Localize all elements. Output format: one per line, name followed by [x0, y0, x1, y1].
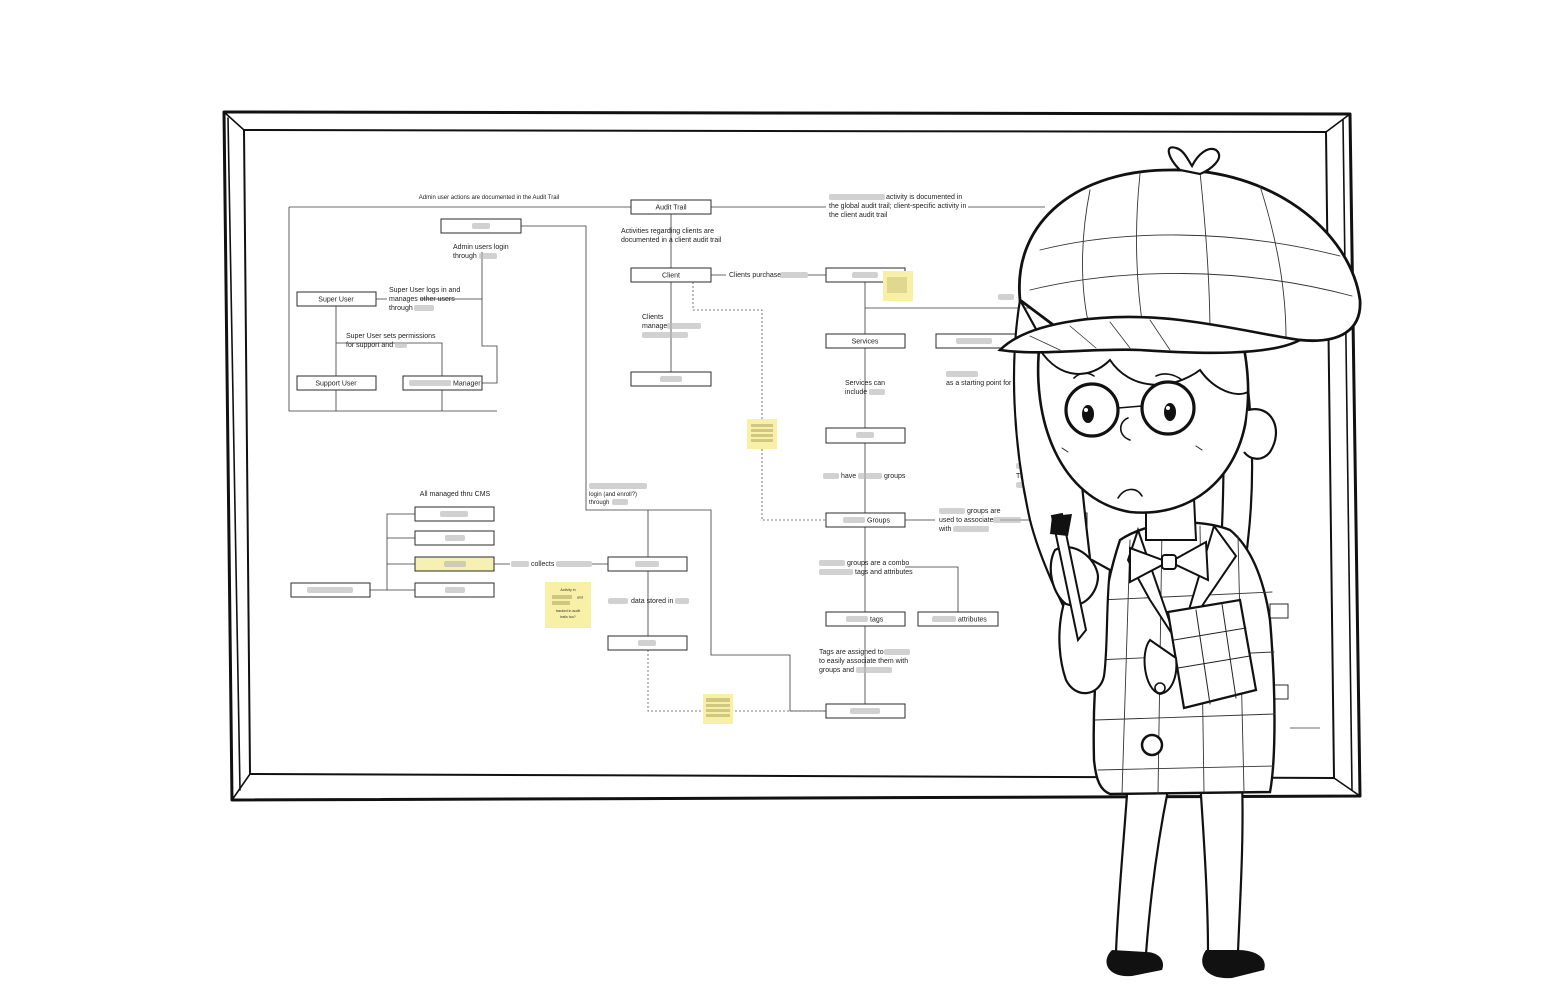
support-user-label: Support User	[315, 381, 357, 388]
all-managed-text: All managed thru CMS	[420, 491, 491, 498]
detective-character	[997, 146, 1362, 979]
svg-text:groups are: groups are	[967, 508, 1001, 515]
svg-text:Clients: Clients	[642, 314, 664, 321]
svg-text:manages other users: manages other users	[389, 296, 455, 303]
svg-text:used to associate: used to associate	[939, 517, 994, 524]
super-user-perms-text: Super User sets permissions for support …	[346, 333, 436, 349]
sticky-note-groups	[747, 419, 777, 449]
svg-text:documented in a client audit t: documented in a client audit trail	[621, 237, 722, 244]
svg-text:activity is documented in: activity is documented in	[886, 194, 962, 201]
svg-text:include: include	[845, 389, 867, 396]
svg-text:the global audit trail; client: the global audit trail; client-specific …	[829, 203, 966, 210]
svg-text:groups are a combo: groups are a combo	[847, 560, 909, 567]
sticky-note-provider	[703, 694, 733, 724]
audit-trail-node	[630, 199, 712, 215]
groups-used-text: groups are used to associate with	[938, 508, 1021, 533]
client-node	[630, 267, 712, 283]
svg-text:as a starting point for users: as a starting point for users	[946, 380, 1031, 387]
super-user-node	[296, 291, 377, 307]
super-user-label: Super User	[318, 297, 354, 304]
services-label: Services	[852, 339, 879, 346]
have-groups-text: have groups	[823, 473, 906, 480]
groups-label: Groups	[867, 518, 890, 525]
svg-text:collects: collects	[531, 561, 555, 568]
sticky-note-module	[883, 271, 913, 301]
admin-login-text: Admin users login through	[453, 244, 509, 260]
svg-text:with: with	[938, 526, 952, 533]
svg-text:and: and	[577, 596, 583, 600]
svg-text:Tags are assigned to: Tags are assigned to	[819, 649, 884, 656]
svg-text:Admin users login: Admin users login	[453, 244, 509, 251]
svg-text:trails too?: trails too?	[560, 615, 576, 619]
patients-login-text: login (and enroll?) through	[589, 483, 647, 506]
data-stored-text: data stored in	[608, 598, 689, 605]
svg-text:tracked in audit: tracked in audit	[556, 609, 580, 613]
svg-text:through: through	[389, 305, 413, 312]
svg-text:groups: groups	[884, 473, 906, 480]
diagram-connectors	[288, 206, 1047, 712]
audit-trail-label: Audit Trail	[655, 205, 687, 212]
support-user-node	[296, 375, 377, 391]
svg-text:through: through	[453, 253, 477, 260]
services-include-text: Services can include	[845, 380, 885, 396]
tags-label: tags	[870, 617, 884, 624]
admin-actions-text: Admin user actions are documented in the…	[419, 195, 559, 201]
starting-point-text: as a starting point for users	[946, 371, 1031, 387]
client-label: Client	[662, 273, 680, 280]
client-audit-text: Activities regarding clients are documen…	[621, 228, 722, 244]
attributes-node	[917, 611, 999, 627]
clients-manage-text: Clients manage	[642, 314, 701, 338]
attributes-label: attributes	[958, 617, 987, 624]
svg-text:groups and: groups and	[819, 667, 854, 674]
svg-text:data stored in: data stored in	[631, 598, 674, 605]
combo-text: groups are a combo tags and attributes	[819, 560, 913, 576]
super-user-logs-text: Super User logs in and manages other use…	[389, 287, 460, 312]
clients-purchase-text: Clients purchase	[729, 272, 808, 279]
global-audit-text: activity is documented in the global aud…	[829, 194, 966, 219]
svg-text:Super User sets permissions: Super User sets permissions	[346, 333, 436, 340]
groups-node	[825, 512, 906, 528]
architecture-diagram: Audit Trail Super User Support User Mana…	[288, 194, 1320, 729]
svg-text:to easily associate them with: to easily associate them with	[819, 658, 908, 665]
svg-text:the client audit trail: the client audit trail	[829, 212, 888, 219]
svg-text:tags and attributes: tags and attributes	[855, 569, 913, 576]
svg-text:Clients purchase: Clients purchase	[729, 272, 781, 279]
svg-text:Super User logs in and: Super User logs in and	[389, 287, 460, 294]
svg-text:for support and: for support and	[346, 342, 393, 349]
whiteboard-frame	[222, 110, 1362, 802]
svg-text:login (and enroll?): login (and enroll?)	[589, 492, 637, 498]
tags-assigned-text: Tags are assigned to to easily associate…	[819, 649, 910, 674]
collects-text: collects	[511, 561, 592, 568]
svg-text:Activities regarding clients a: Activities regarding clients are	[621, 228, 714, 235]
services-node	[825, 333, 906, 349]
svg-text:Activity in: Activity in	[560, 588, 575, 592]
svg-text:have: have	[841, 473, 856, 480]
svg-text:through: through	[589, 500, 609, 506]
sticky-note-activity: Activity in and tracked in audit trails …	[545, 582, 591, 628]
hidden-right-node-a	[1269, 603, 1289, 619]
manager-label: Manager	[453, 381, 481, 388]
svg-text:Services can: Services can	[845, 380, 885, 387]
svg-text:manage: manage	[642, 323, 667, 330]
